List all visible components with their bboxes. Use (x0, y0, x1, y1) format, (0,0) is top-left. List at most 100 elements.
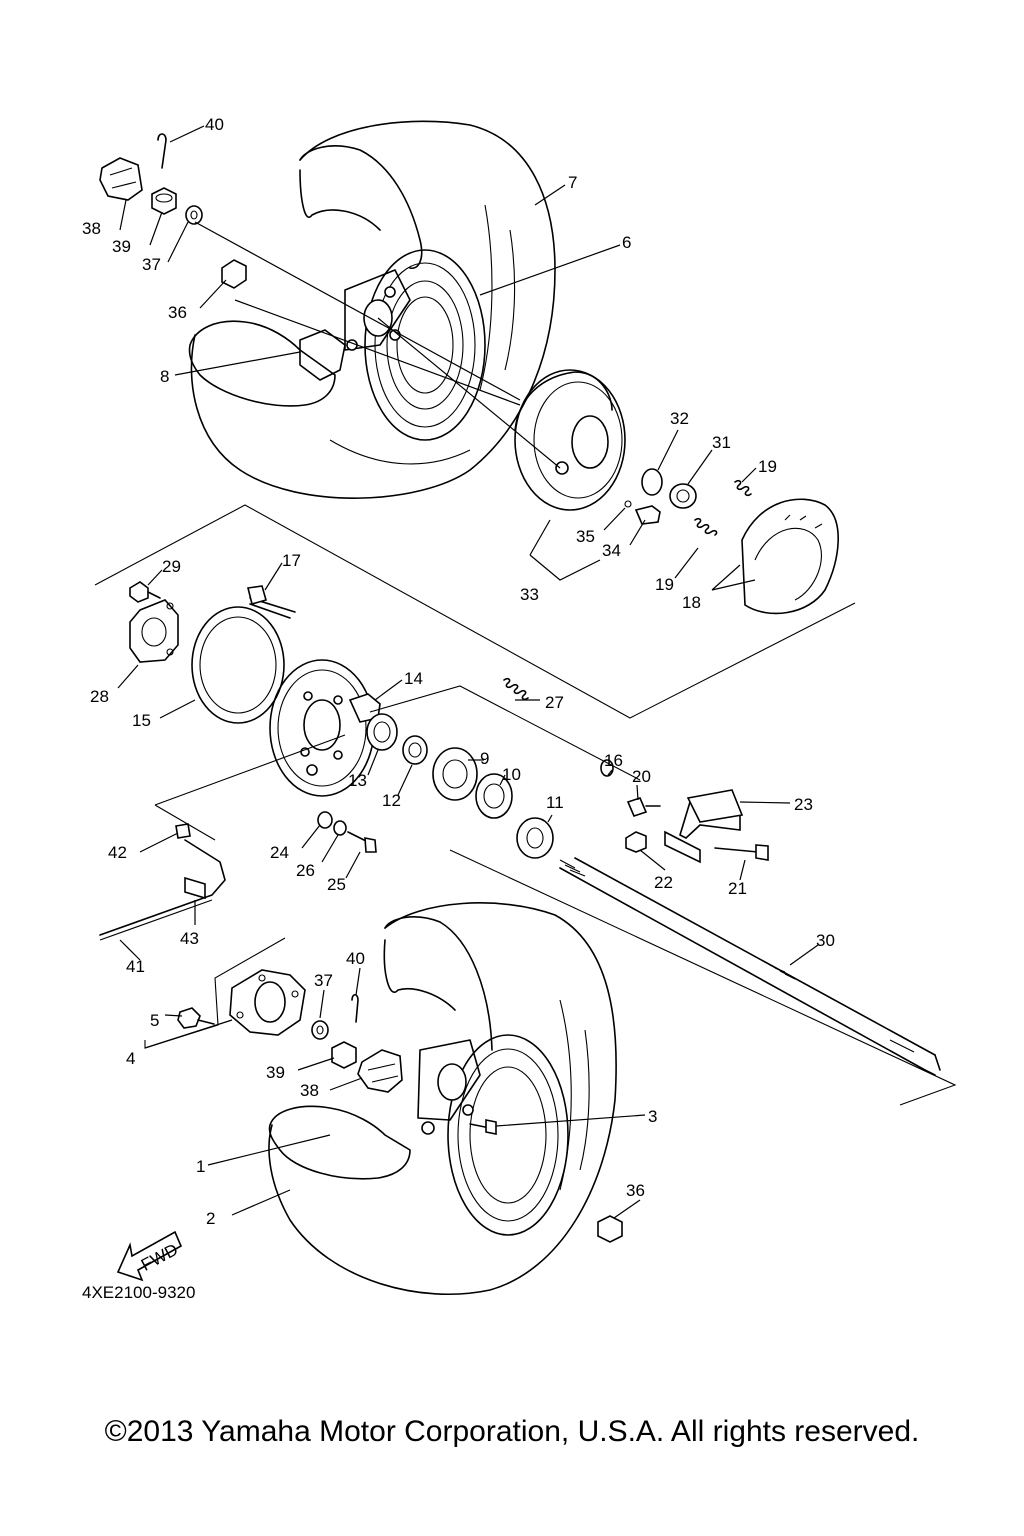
bolt-35-34 (624, 500, 661, 525)
wheel-nut-36-lower (597, 1215, 623, 1243)
wheel-hub-bracket (299, 329, 346, 381)
wheel-nut-upper (221, 259, 247, 289)
bolt-21 (714, 844, 769, 861)
callout-12: 12 (382, 791, 401, 810)
callout-40: 40 (346, 949, 365, 968)
bolt-25 (347, 831, 377, 853)
group-outline-rod (154, 734, 346, 841)
callout-40: 40 (205, 115, 224, 134)
callout-24: 24 (270, 843, 289, 862)
callout-35: 35 (576, 527, 595, 546)
upper-wheel-tire (188, 120, 556, 499)
axle-nut-cap-lower (357, 1049, 403, 1093)
callout-6: 6 (622, 233, 631, 252)
bearing-13 (366, 713, 398, 751)
holder-43 (184, 876, 206, 900)
plate-20 (626, 797, 661, 817)
fwd-arrow-icon: FWD (116, 1230, 183, 1282)
callout-21: 21 (728, 879, 747, 898)
cable-guide-line (369, 685, 641, 781)
callout-36: 36 (626, 1181, 645, 1200)
washer-37-lower (311, 1020, 329, 1040)
callout-26: 26 (296, 861, 315, 880)
callout-37: 37 (314, 971, 333, 990)
brake-shoe-kit (741, 498, 839, 615)
callout-22: 22 (654, 873, 673, 892)
callout-16: 16 (604, 751, 623, 770)
part-code: 4XE2100-9320 (82, 1283, 195, 1302)
callout-15: 15 (132, 711, 151, 730)
callout-30: 30 (816, 931, 835, 950)
callout-10: 10 (502, 765, 521, 784)
callout-43: 43 (180, 929, 199, 948)
callout-8: 8 (160, 367, 169, 386)
copyright-notice: ©2013 Yamaha Motor Corporation, U.S.A. A… (104, 1415, 920, 1448)
callout-38: 38 (82, 219, 101, 238)
washer-24 (317, 811, 333, 829)
upper-wheel-rim (344, 249, 486, 441)
bolt-5 (177, 1007, 215, 1029)
callout-33: 33 (520, 585, 539, 604)
brake-drum (514, 369, 626, 511)
gasket-28 (129, 599, 179, 663)
cotter-pin-upper (157, 133, 167, 169)
brake-springs (694, 479, 752, 536)
callout-38: 38 (300, 1081, 319, 1100)
collar-11 (516, 817, 554, 859)
wheel-hub-4 (229, 969, 306, 1036)
callout-27: 27 (545, 693, 564, 712)
callout-32: 32 (670, 409, 689, 428)
group-outline-upper (94, 504, 856, 719)
camshaft-17 (247, 585, 296, 619)
callout-1: 1 (196, 1157, 205, 1176)
bolt-29 (129, 581, 161, 603)
callout-36: 36 (168, 303, 187, 322)
rear-axle-30 (559, 857, 941, 1076)
callout-31: 31 (712, 433, 731, 452)
callout-29: 29 (162, 557, 181, 576)
callout-7: 7 (568, 173, 577, 192)
callout-42: 42 (108, 843, 127, 862)
callout-11: 11 (546, 793, 564, 812)
axle-nut-cap-upper (99, 157, 143, 201)
cotter-pin-lower (351, 993, 359, 1023)
callout-19: 19 (758, 457, 777, 476)
seal-15 (191, 606, 285, 724)
callout-39: 39 (112, 237, 131, 256)
nut-22 (625, 831, 647, 853)
callout-19: 19 (655, 575, 674, 594)
callout-23: 23 (794, 795, 813, 814)
bushing-31 (669, 483, 697, 509)
castle-nut-lower (331, 1041, 357, 1069)
castle-nut-upper (151, 187, 177, 215)
collar-12 (402, 735, 428, 765)
clip-42 (175, 823, 191, 839)
callout-14: 14 (404, 669, 423, 688)
plain-washer-upper (185, 205, 203, 225)
oil-seal-10 (475, 773, 513, 819)
callout-41: 41 (126, 957, 145, 976)
lower-wheel-rim (417, 1034, 569, 1236)
callout-25: 25 (327, 875, 346, 894)
brake-shoe-plate-14 (269, 659, 381, 797)
callout-9: 9 (480, 749, 489, 768)
group-outline-axle (449, 849, 957, 1106)
o-ring-32 (641, 468, 663, 496)
callout-37: 37 (142, 255, 161, 274)
bearing-9 (432, 747, 478, 801)
callout-numbers: 40 7 38 39 37 6 36 8 32 31 19 35 34 33 1… (82, 115, 835, 1228)
lower-wheel-tire (268, 902, 617, 1296)
brake-rod-41 (99, 839, 226, 941)
callout-34: 34 (602, 541, 621, 560)
brake-lever-23 (664, 789, 744, 864)
spring-27 (503, 677, 529, 701)
callout-17: 17 (282, 551, 301, 570)
washer-26 (333, 820, 347, 836)
callout-13: 13 (348, 771, 367, 790)
callout-20: 20 (632, 767, 651, 786)
o-ring-16 (600, 759, 614, 777)
callout-4: 4 (126, 1049, 135, 1068)
callout-39: 39 (266, 1063, 285, 1082)
callout-18: 18 (682, 593, 701, 612)
